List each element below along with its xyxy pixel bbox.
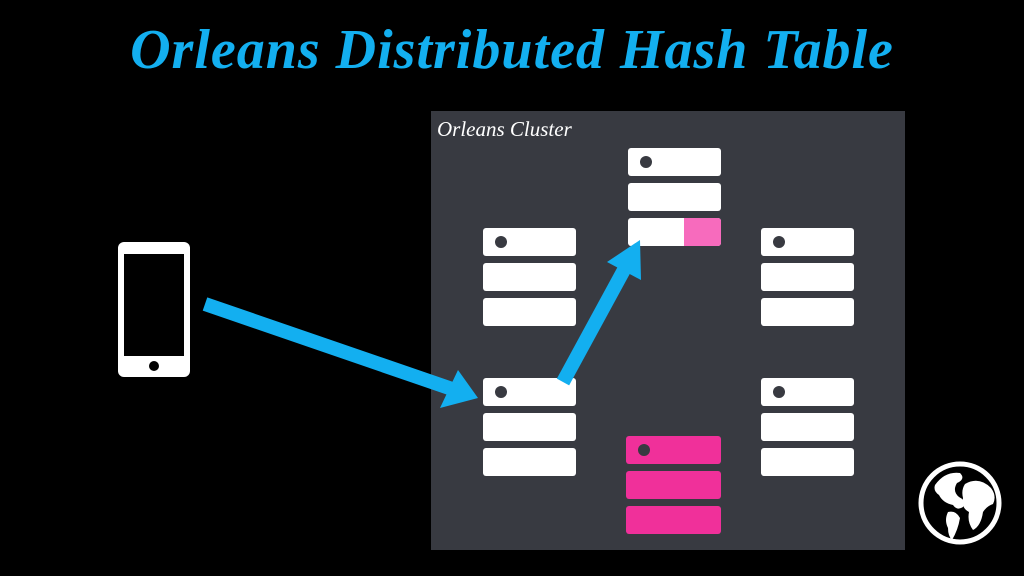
phone-icon [118,242,190,377]
grain-slot [626,506,721,534]
status-dot [640,156,652,168]
silo-top [628,148,721,253]
silo-highlighted [626,436,721,541]
grain-slot [628,183,721,211]
grain-slot [761,378,854,406]
globe-icon [918,461,1002,545]
status-dot [495,386,507,398]
grain-slot [483,413,576,441]
grain-slot [483,298,576,326]
grain-slot [761,263,854,291]
grain-slot [628,148,721,176]
silo-left-lower [483,378,576,483]
grain-slot [761,448,854,476]
cluster-label: Orleans Cluster [437,117,572,141]
grain-slot [483,448,576,476]
status-dot [773,386,785,398]
grain-slot [483,228,576,256]
status-dot [773,236,785,248]
grain-slot [761,413,854,441]
grain-slot [626,471,721,499]
slide-title: Orleans Distributed Hash Table [130,19,894,81]
silo-right-upper [761,228,854,333]
target-grain [684,218,721,246]
grain-slot [761,298,854,326]
status-dot [495,236,507,248]
arrow-icon [556,240,641,386]
silo-right-lower [761,378,854,483]
grain-slot [761,228,854,256]
grain-slot [626,436,721,464]
grain-slot [483,263,576,291]
arrow-icon [202,297,478,408]
grain-slot-target [628,218,721,246]
grain-slot [483,378,576,406]
silo-left-upper [483,228,576,333]
status-dot [638,444,650,456]
